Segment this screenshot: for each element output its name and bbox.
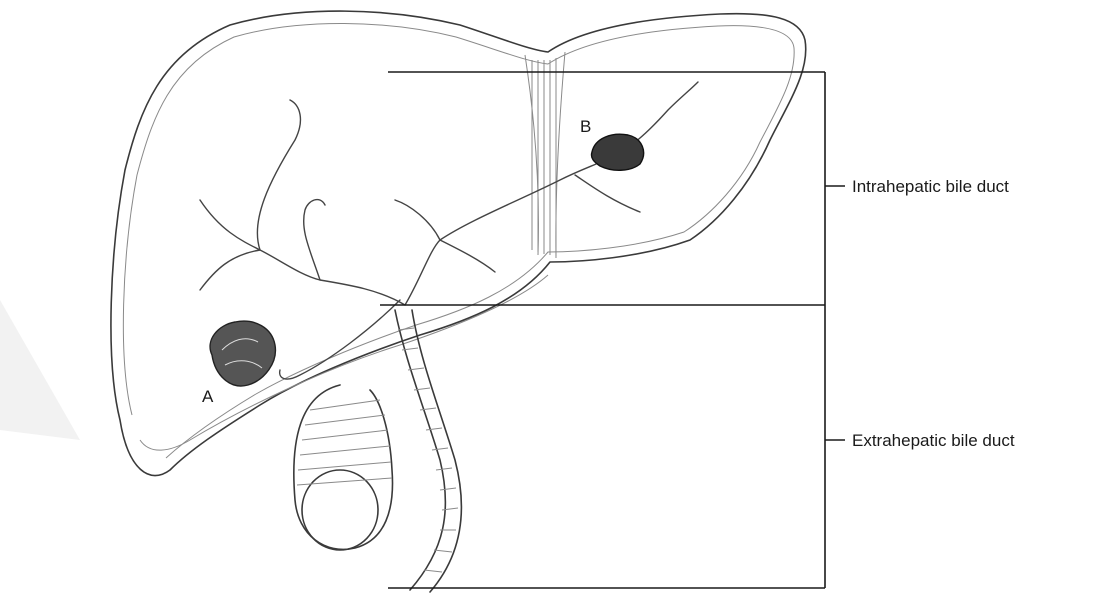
marker-a: A (202, 387, 214, 406)
intrahepatic-label: Intrahepatic bile duct (852, 177, 1009, 196)
duct-branches (200, 82, 698, 379)
watermark-shape (0, 300, 80, 440)
extrahepatic-label: Extrahepatic bile duct (852, 431, 1015, 450)
liver-outline (111, 11, 806, 475)
tumor-a (210, 321, 275, 386)
intrahepatic-bracket (380, 72, 845, 305)
common-bile-duct (395, 310, 461, 592)
marker-b: B (580, 117, 591, 136)
tumor-b (591, 134, 643, 170)
gallbladder (294, 385, 393, 550)
